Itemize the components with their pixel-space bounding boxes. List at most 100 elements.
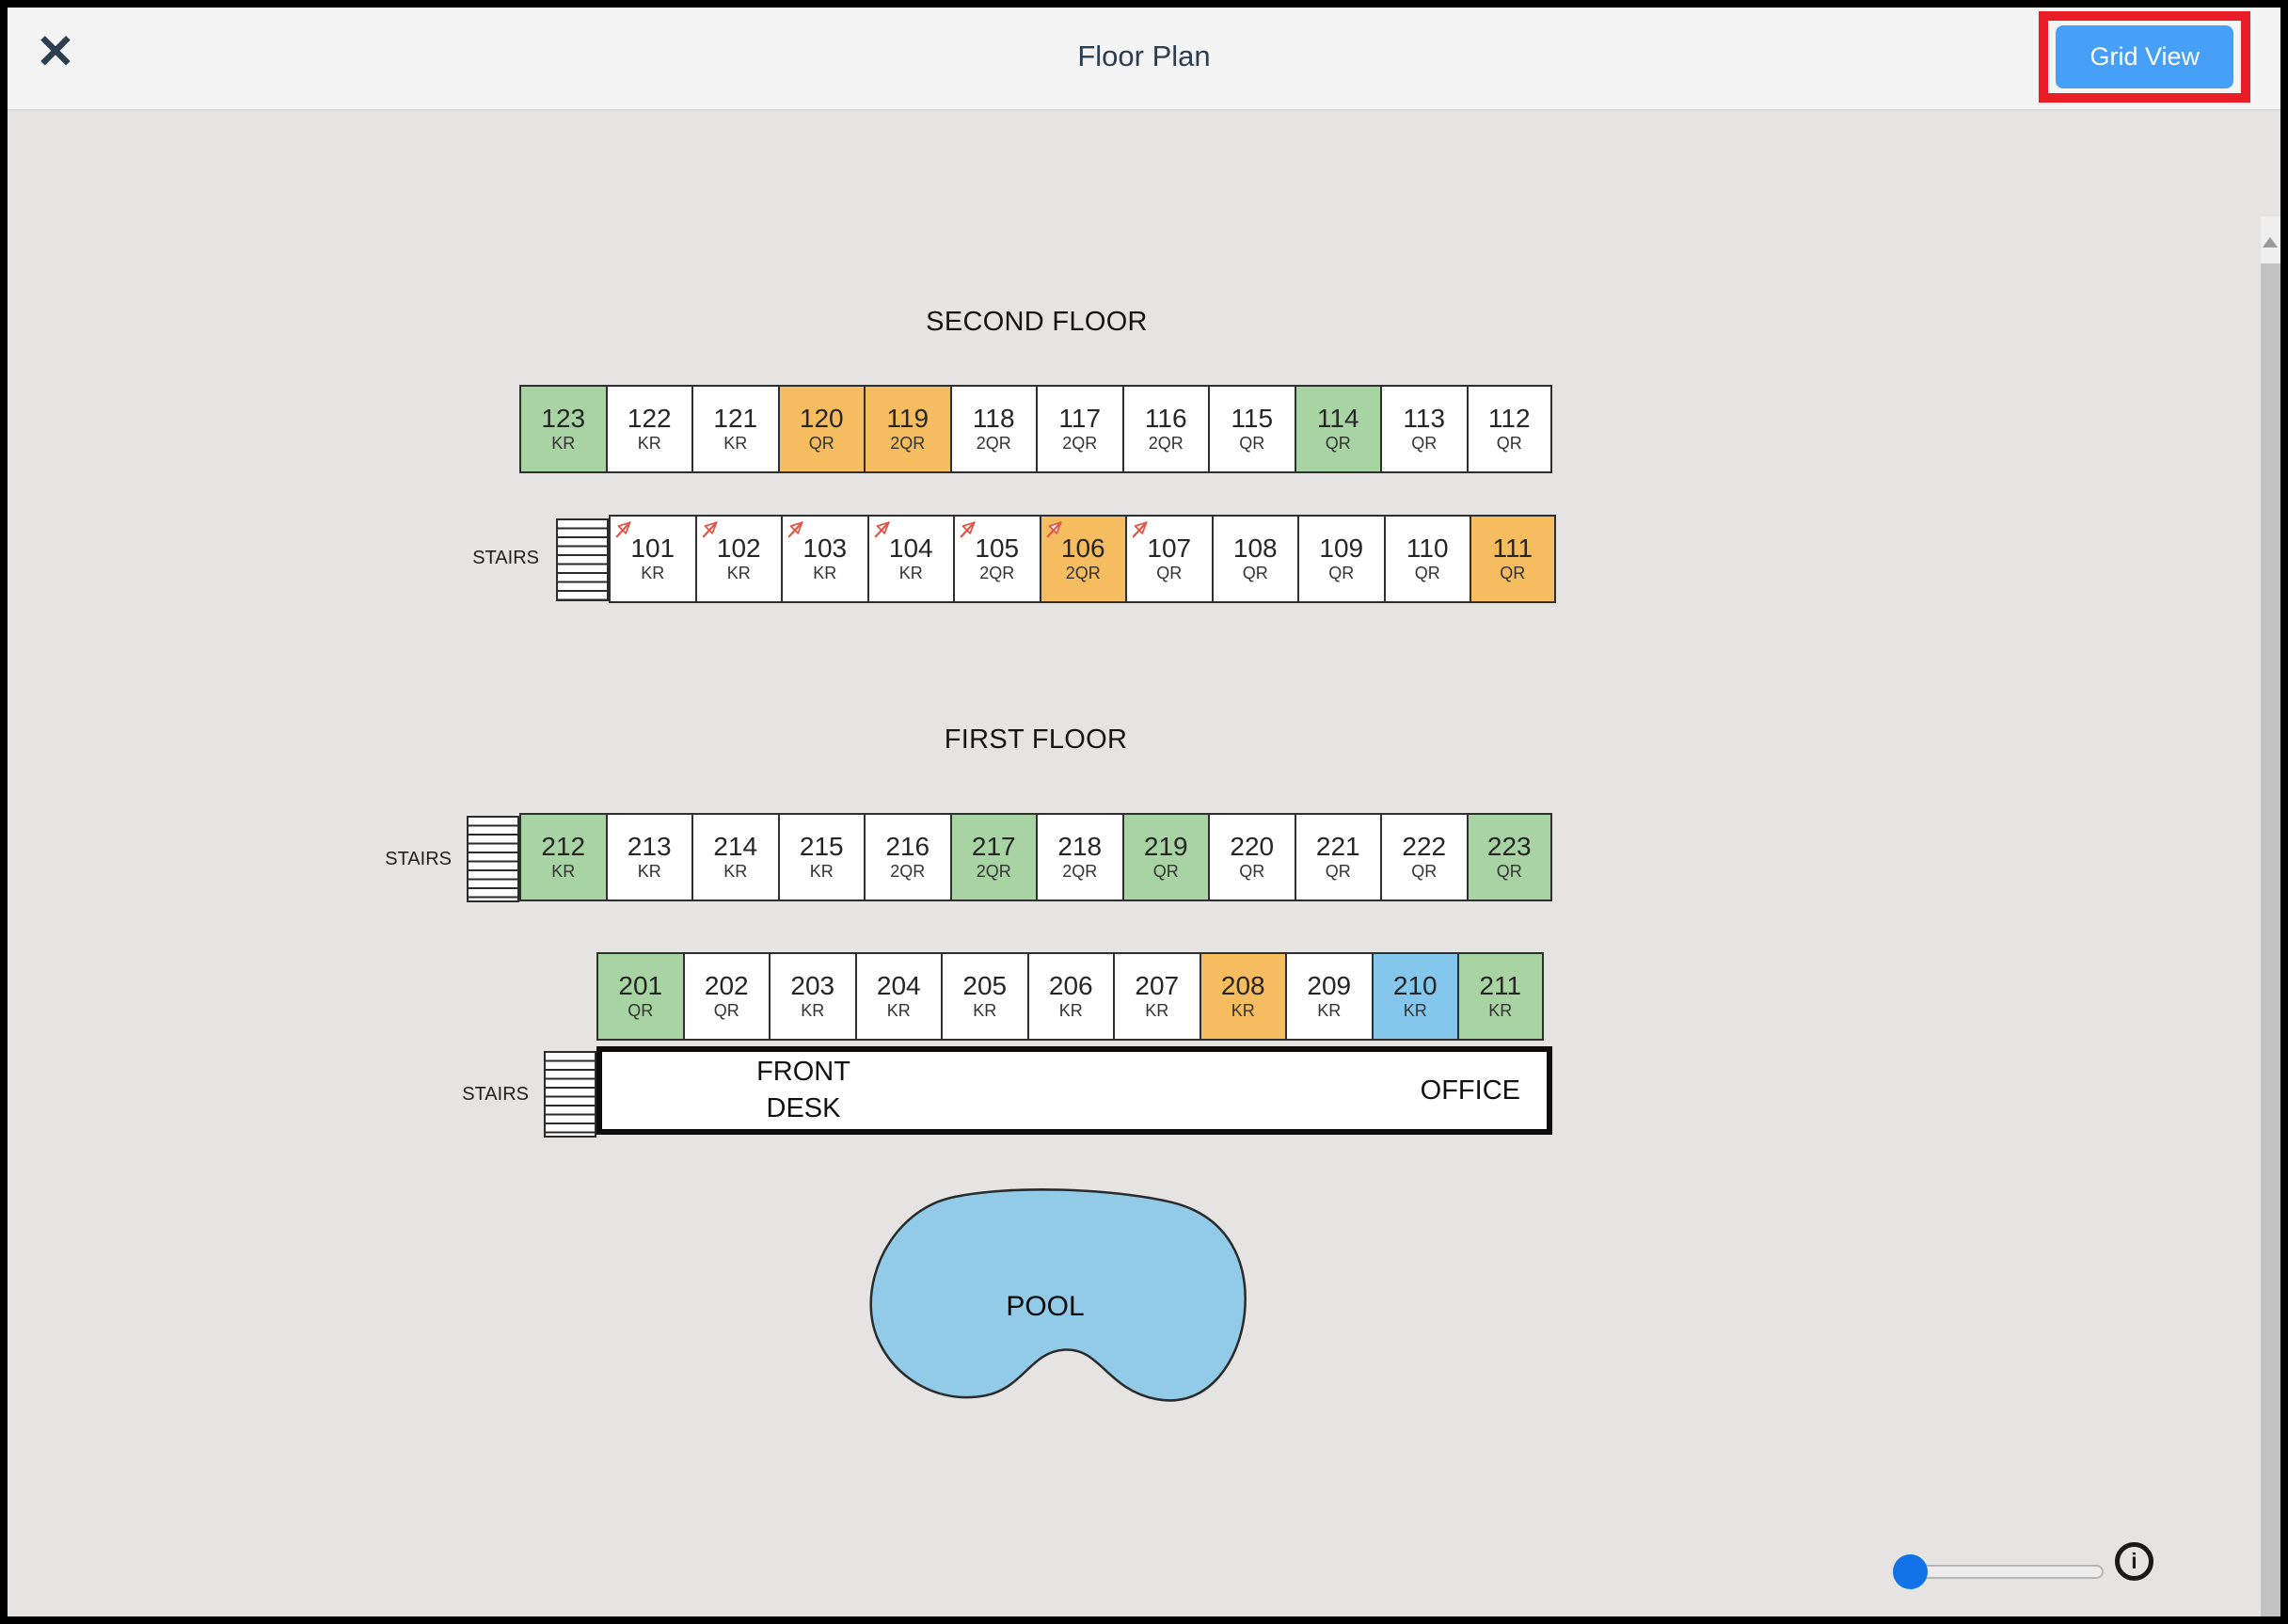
room-type: QR	[1328, 563, 1355, 582]
room-number: 108	[1232, 533, 1278, 563]
room-number: 217	[971, 831, 1016, 861]
room-type: QR	[1496, 861, 1522, 881]
flag-icon	[960, 521, 976, 538]
room-number: 223	[1486, 831, 1532, 861]
flag-icon	[702, 521, 718, 538]
first-floor-label: FIRST FLOOR	[944, 724, 1128, 755]
scroll-up-icon[interactable]	[2263, 237, 2278, 247]
room-type: QR	[1156, 563, 1183, 582]
room-number: 203	[790, 970, 835, 1000]
room-type: KR	[637, 861, 661, 881]
stairs-label: STAIRS	[385, 849, 452, 869]
pool-label: POOL	[1006, 1291, 1085, 1322]
room-type: QR	[1500, 563, 1526, 582]
room-number: 106	[1060, 533, 1105, 563]
page-title: Floor Plan	[1077, 40, 1211, 72]
room-type: KR	[898, 563, 923, 582]
room-type: KR	[1231, 1000, 1255, 1020]
zoom-slider[interactable]	[1893, 1554, 2104, 1589]
room-number: 210	[1392, 970, 1438, 1000]
room-number: 112	[1487, 403, 1531, 433]
header: ✕ Floor Plan Grid View	[8, 8, 2280, 111]
room-number: 102	[716, 533, 761, 563]
stairs-label: STAIRS	[462, 1084, 529, 1105]
room-type: 2QR	[976, 433, 1011, 453]
room-type: 2QR	[1062, 861, 1098, 881]
room-number: 207	[1135, 970, 1180, 1000]
front-desk-label: FRONT DESK	[756, 1056, 850, 1123]
room-number: 215	[799, 831, 844, 861]
room-number: 218	[1057, 831, 1103, 861]
grid-view-button[interactable]: Grid View	[2056, 25, 2233, 88]
room-type: KR	[973, 1000, 997, 1020]
room-type: QR	[1152, 861, 1179, 881]
room-number: 212	[541, 831, 586, 861]
zoom-slider-thumb[interactable]	[1893, 1554, 1928, 1589]
flag-icon	[1046, 521, 1062, 538]
info-icon[interactable]: i	[2115, 1542, 2153, 1581]
room-number: 222	[1402, 831, 1447, 861]
room-type: QR	[1496, 433, 1522, 453]
scrollbar-thumb[interactable]	[2261, 263, 2280, 1616]
room-type: KR	[726, 563, 751, 582]
room-type: KR	[886, 1000, 911, 1020]
room-type: QR	[1239, 433, 1265, 453]
room-number: 213	[627, 831, 672, 861]
room-type: KR	[813, 563, 837, 582]
room-type: KR	[637, 433, 661, 453]
vertical-scrollbar[interactable]	[2261, 216, 2280, 1616]
room-number: 113	[1403, 403, 1446, 433]
room-number: 101	[630, 533, 675, 563]
room-number: 220	[1230, 831, 1275, 861]
room-number: 107	[1147, 533, 1192, 563]
close-icon[interactable]: ✕	[36, 25, 75, 78]
